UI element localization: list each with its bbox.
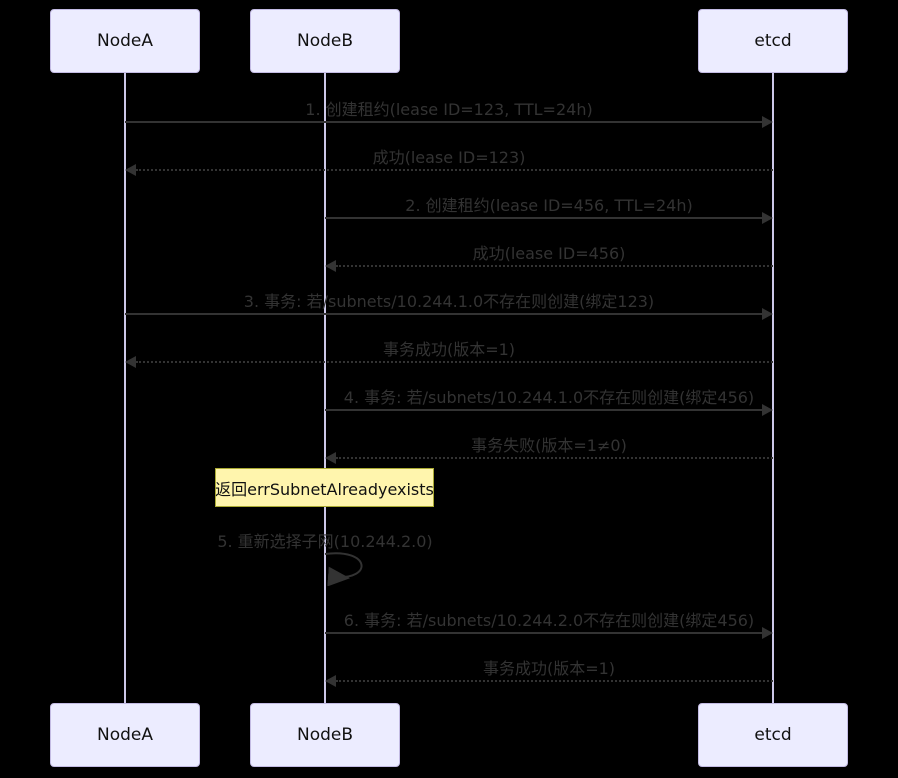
note-text: 返回errSubnetAlreadyexists xyxy=(215,479,434,499)
actor-box-etcd-bottom: etcd xyxy=(698,703,848,767)
message-text: 成功(lease ID=123) xyxy=(372,148,526,167)
lifeline-nodeb xyxy=(324,73,326,703)
message-text: 4. 事务: 若/subnets/10.244.1.0不存在则创建(绑定456) xyxy=(343,388,755,407)
message-arrow xyxy=(325,409,762,411)
actor-box-nodeb-bottom: NodeB xyxy=(250,703,400,767)
actor-box-nodeb-top: NodeB xyxy=(250,9,400,73)
lifeline-nodea xyxy=(124,73,126,703)
actor-label: etcd xyxy=(754,31,792,51)
message-text: 5. 重新选择子网(10.244.2.0) xyxy=(217,532,433,551)
message-arrow xyxy=(136,361,773,363)
message-arrow xyxy=(336,680,773,682)
message-arrow xyxy=(136,169,773,171)
message-text: 事务成功(版本=1) xyxy=(382,340,516,359)
arrowhead-left-icon xyxy=(325,675,336,687)
self-loop-arrow-icon xyxy=(324,552,363,586)
actor-label: NodeA xyxy=(97,725,153,745)
message-arrow xyxy=(325,632,762,634)
message-arrow xyxy=(325,217,762,219)
actor-label: NodeA xyxy=(97,31,153,51)
arrowhead-right-icon xyxy=(762,404,773,416)
arrowhead-left-icon xyxy=(325,452,336,464)
note-box: 返回errSubnetAlreadyexists xyxy=(215,468,434,507)
arrowhead-left-icon xyxy=(125,356,136,368)
arrowhead-right-icon xyxy=(762,627,773,639)
arrowhead-left-icon xyxy=(325,260,336,272)
actor-label: NodeB xyxy=(296,31,354,51)
message-arrow xyxy=(336,457,773,459)
message-arrow xyxy=(336,265,773,267)
message-text: 1. 创建租约(lease ID=123, TTL=24h) xyxy=(305,100,593,119)
actor-label: etcd xyxy=(754,725,792,745)
message-arrow xyxy=(125,313,762,315)
message-text: 成功(lease ID=456) xyxy=(472,244,626,263)
arrowhead-right-icon xyxy=(762,308,773,320)
arrowhead-left-icon xyxy=(125,164,136,176)
actor-box-nodea-bottom: NodeA xyxy=(50,703,200,767)
message-text: 2. 创建租约(lease ID=456, TTL=24h) xyxy=(405,196,693,215)
arrowhead-right-icon xyxy=(762,212,773,224)
message-arrow xyxy=(125,121,762,123)
arrowhead-right-icon xyxy=(762,116,773,128)
message-text: 事务成功(版本=1) xyxy=(482,659,616,678)
message-text: 事务失败(版本=1≠0) xyxy=(471,436,627,455)
lifeline-etcd xyxy=(772,73,774,703)
actor-box-nodea-top: NodeA xyxy=(50,9,200,73)
message-text: 6. 事务: 若/subnets/10.244.2.0不存在则创建(绑定456) xyxy=(343,611,755,630)
message-text: 3. 事务: 若/subnets/10.244.1.0不存在则创建(绑定123) xyxy=(243,292,655,311)
actor-box-etcd-top: etcd xyxy=(698,9,848,73)
actor-label: NodeB xyxy=(296,725,354,745)
